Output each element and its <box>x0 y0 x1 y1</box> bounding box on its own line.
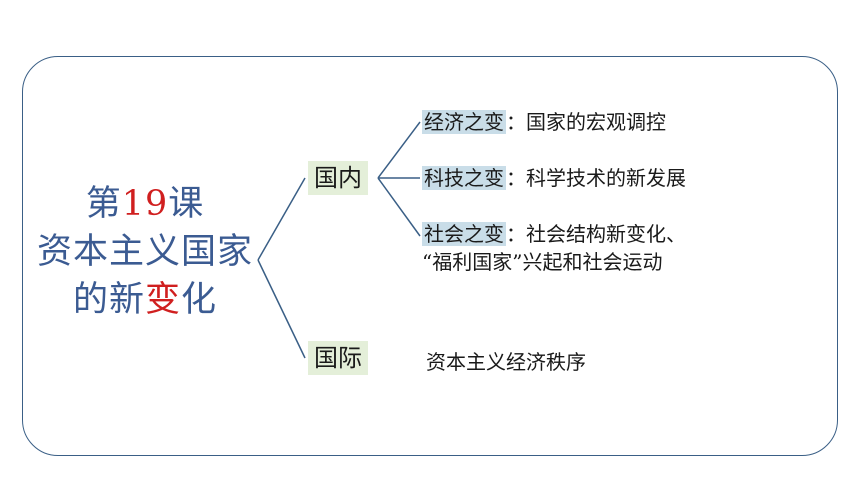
connector-title-to-domestic <box>257 177 306 261</box>
domestic-node: 国内 <box>308 161 368 195</box>
technology-text: ：科学技术的新发展 <box>506 166 686 190</box>
connector-domestic-to-society <box>377 177 421 237</box>
society-branch: 社会之变：社会结构新变化、 “福利国家”兴起和社会运动 <box>422 220 686 276</box>
connector-title-to-international <box>257 259 306 359</box>
technology-key: 科技之变 <box>422 166 506 190</box>
international-text: 资本主义经济秩序 <box>426 350 586 374</box>
technology-branch: 科技之变：科学技术的新发展 <box>422 164 686 192</box>
economy-key: 经济之变 <box>422 110 506 134</box>
international-node: 国际 <box>308 341 368 375</box>
connector-domestic-to-economy <box>377 121 421 179</box>
economy-branch: 经济之变：国家的宏观调控 <box>422 108 666 136</box>
rounded-frame <box>22 56 838 456</box>
economy-text: ：国家的宏观调控 <box>506 110 666 134</box>
title-line-3: 的新变化 <box>72 280 218 320</box>
society-key: 社会之变 <box>422 222 506 246</box>
society-text-line-2: “福利国家”兴起和社会运动 <box>422 250 663 274</box>
lesson-title: 第19课 资本主义国家 的新变化 <box>30 180 260 324</box>
society-text: ：社会结构新变化、 <box>506 222 686 246</box>
lesson-number: 19 <box>121 184 169 224</box>
title-line-2: 资本主义国家 <box>36 232 253 272</box>
title-line-1: 第19课 <box>85 184 205 224</box>
